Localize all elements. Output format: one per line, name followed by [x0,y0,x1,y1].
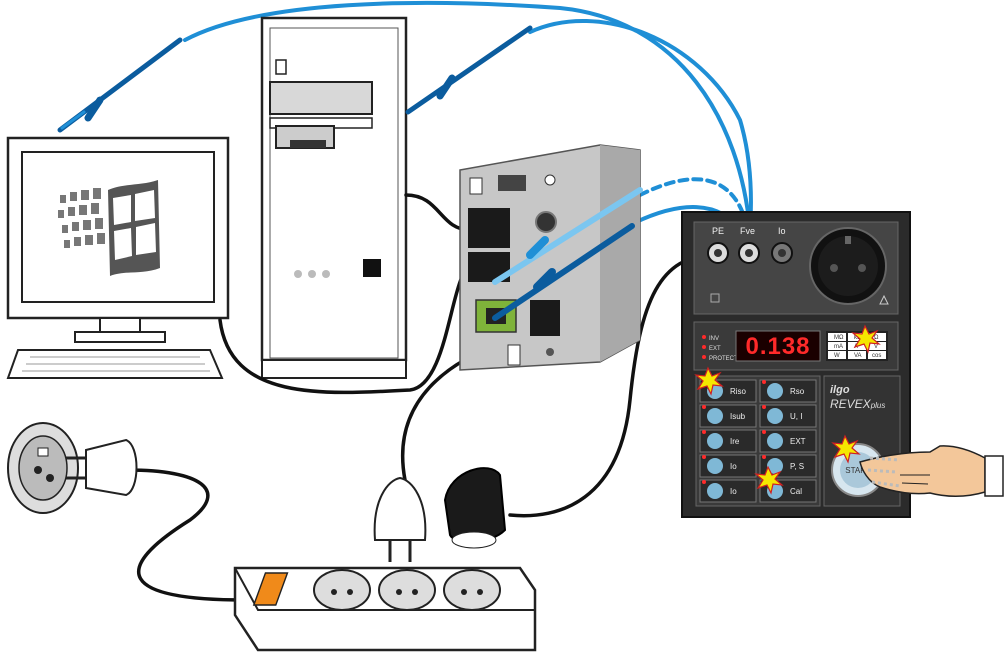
jack-pe-label: PE [712,226,724,236]
model-name: REVEXplus [830,397,885,411]
jack-io-label: Io [778,226,786,236]
meter-button-rso-label: Rso [790,387,805,396]
cable-monitor-to-ups [218,263,474,395]
model-name-suffix: plus [870,401,886,410]
status-leds: INV EXT PROTECT [702,335,738,362]
meter-button-ire-label: Ire [730,437,740,446]
meter-button-io-1[interactable]: Io [699,454,757,478]
jack-phase-label: Fve [740,226,755,236]
unit-cos: cos [872,353,881,359]
meter-button-rso[interactable]: Rso [759,379,817,403]
meter-button-ire[interactable]: Ire [699,429,757,453]
meter-button-ext-label: EXT [790,437,806,446]
highlight-stars [694,324,881,495]
unit-v: V [874,344,878,350]
monitor [6,136,230,379]
brand-logo: ilgo [830,384,850,396]
meter-button-io-2[interactable]: Io [699,479,757,503]
warning-triangle-icon [879,294,889,305]
meter-button-cal-label: Cal [790,487,802,496]
probe-pc [405,25,533,115]
cable-wall-to-strip [126,468,247,602]
probe-monitor [57,37,183,133]
meter-button-isub-label: Isub [730,412,746,421]
unit-ma: mA [834,344,843,350]
wall-plug [66,438,138,497]
status-led-inv: INV [709,336,719,342]
ups-device [459,144,641,371]
unit-mohm: MΩ [834,335,844,341]
strip-switch[interactable] [252,572,289,606]
button-grid: Riso Isub Ire Io Io Rso U, I EXT P, S Ca… [695,375,821,507]
unit-w: W [834,353,840,359]
star-icon-riso [694,366,724,396]
unit-ohm: Ω [874,335,879,341]
meter-button-ui-label: U, I [790,412,802,421]
revex-meter: PE Fve Io INV EXT PROTECT 0.138 [681,211,911,518]
meter-button-ext[interactable]: EXT [759,429,817,453]
status-led-protect: PROTECT [709,356,738,362]
star-icon-units [851,324,881,354]
probe-ups-light [492,187,643,285]
start-button-label: START [845,466,871,475]
display-value: 0.138 [745,333,810,360]
wall-socket [7,422,79,514]
cable-to-monitor [183,0,752,232]
unit-va: VA [854,353,862,359]
meter-button-ps[interactable]: P, S [759,454,817,478]
meter-button-cal[interactable]: Cal [759,479,817,503]
meter-button-io-2-label: Io [730,487,737,496]
probe-ups-outlet [492,223,635,321]
meter-button-ui[interactable]: U, I [759,404,817,428]
cable-to-pc-case [528,18,753,232]
test-probes [57,25,643,321]
led-display [735,330,821,362]
info-icon [710,293,720,303]
meter-button-io-1-label: Io [730,462,737,471]
star-icon-start [831,434,861,464]
meter-button-ps-label: P, S [790,462,804,471]
model-name-main: REVEX [830,397,872,411]
pc-tower [260,16,408,379]
status-led-ext: EXT [709,346,721,352]
windows-logo-icon [58,180,160,276]
white-plug [373,476,427,562]
star-icon-ps [754,465,784,495]
black-plug [443,467,507,549]
pointing-hand-icon [859,445,1004,497]
meter-button-isub[interactable]: Isub [699,404,757,428]
cable-meter-to-plug [508,253,717,518]
meter-button-riso-label: Riso [730,387,747,396]
power-strip [233,566,537,652]
